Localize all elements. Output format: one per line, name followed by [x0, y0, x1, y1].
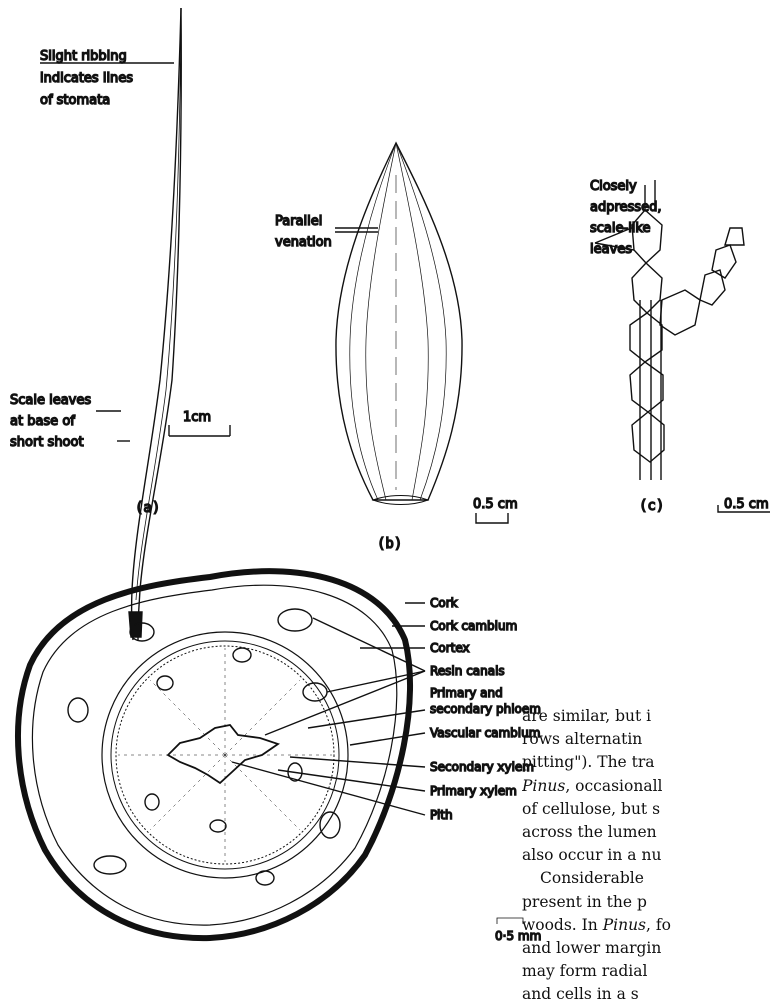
- label-cork: Cork: [430, 596, 458, 610]
- scale-bar-c-label: 0.5 cm: [724, 497, 769, 512]
- label-ribbing: Slight ribbing indicates lines of stomat…: [40, 49, 133, 108]
- text-leaves-2: adpressed,: [590, 200, 661, 215]
- text-scale-1: Scale leaves: [10, 393, 91, 408]
- text-line: and cells in a s: [522, 983, 779, 1006]
- label-cortex: Cortex: [430, 641, 470, 655]
- text-line: also occur in a nu: [522, 844, 779, 867]
- scale-bar-b-label: 0.5 cm: [473, 497, 518, 512]
- text-ribbing-3: of stomata: [40, 93, 110, 108]
- text-leaves-3: scale-like: [590, 221, 650, 236]
- text-line: Pinus, occasionall: [522, 775, 779, 798]
- body-text-column: are similar, but i rows alternatin pitti…: [522, 705, 779, 1007]
- text-line: of cellulose, but s: [522, 798, 779, 821]
- text-line: present in the p: [522, 891, 779, 914]
- text-ribbing-1: Slight ribbing: [40, 49, 127, 64]
- text-line: pitting"). The tra: [522, 751, 779, 774]
- label-pith: Pith: [430, 808, 453, 822]
- parallel-venation-leaf: [335, 143, 508, 523]
- text-line: rows alternatin: [522, 728, 779, 751]
- label-secondary-xylem: Secondary xylem: [430, 760, 534, 774]
- text-ribbing-2: indicates lines: [40, 71, 133, 86]
- text-italic: Pinus: [522, 777, 565, 795]
- text-line: and lower margin: [522, 937, 779, 960]
- text-scale-3: short shoot: [10, 435, 84, 450]
- text-line: woods. In Pinus, fo: [522, 914, 779, 937]
- label-cork-cambium: Cork cambium: [430, 619, 517, 633]
- text-scale-2: at base of: [10, 414, 75, 429]
- caption-b: (b): [377, 536, 402, 552]
- text-leaves-1: Closely: [590, 179, 637, 194]
- text-line: Considerable: [522, 867, 779, 890]
- text-venation-2: venation: [275, 235, 332, 250]
- text-leaves-4: leaves: [590, 242, 632, 257]
- label-resin-canals: Resin canals: [430, 664, 505, 678]
- text-italic: Pinus: [603, 916, 646, 934]
- scale-bar-a-label: 1cm: [183, 410, 211, 425]
- text-line: are similar, but i: [522, 705, 779, 728]
- text-line: across the lumen: [522, 821, 779, 844]
- text-span: , occasionall: [565, 777, 662, 795]
- text-span: woods. In: [522, 916, 603, 934]
- text-span: , fo: [646, 916, 671, 934]
- label-primary-xylem: Primary xylem: [430, 784, 517, 798]
- caption-c: (c): [639, 498, 664, 514]
- caption-a: (a): [135, 500, 160, 516]
- label-scale-leaves: Scale leaves at base of short shoot: [10, 393, 91, 450]
- label-phloem-1: Primary and: [430, 686, 503, 700]
- text-line: may form radial: [522, 960, 779, 983]
- text-venation-1: Parallel: [275, 214, 322, 229]
